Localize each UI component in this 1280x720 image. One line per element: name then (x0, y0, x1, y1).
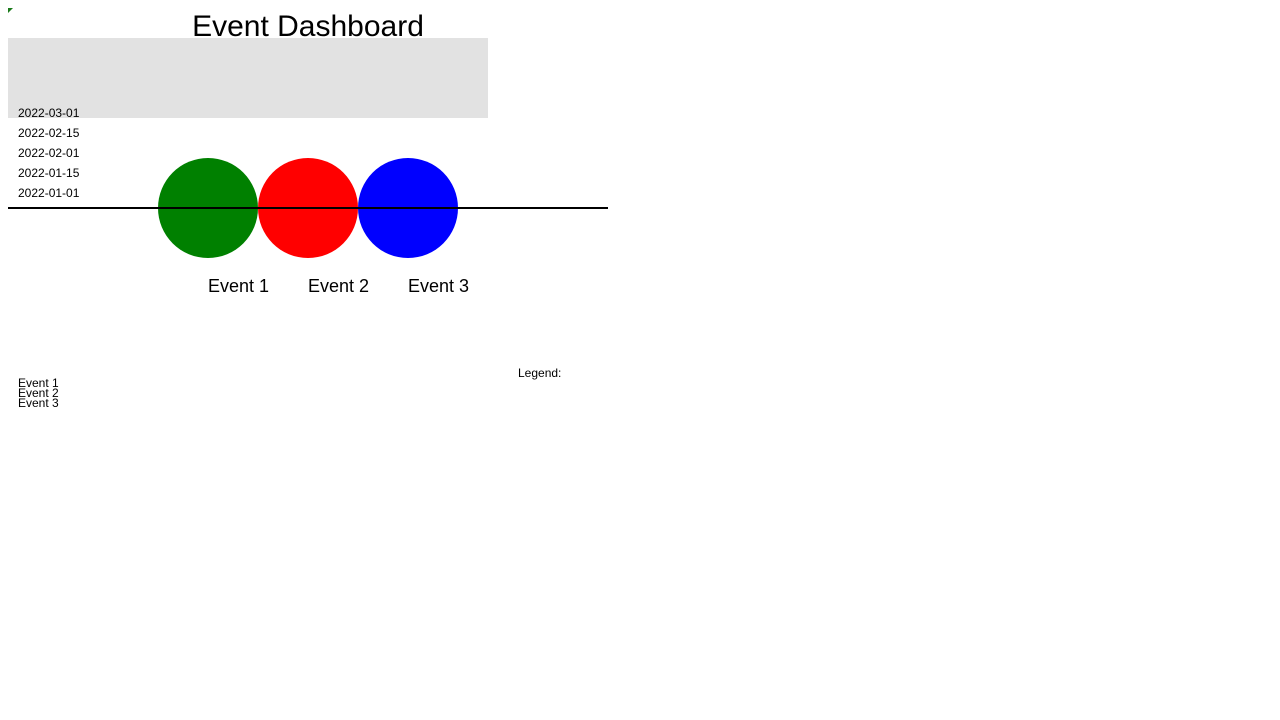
event-3-label: Event 3 (408, 276, 470, 296)
corner-marker-icon (8, 8, 13, 13)
legend-title: Legend: (518, 366, 562, 380)
legend-item: Event 1 (18, 376, 59, 390)
date-label: 2022-01-01 (18, 186, 80, 200)
page-title: Event Dashboard (192, 10, 424, 43)
timeline-axis (8, 207, 608, 209)
event-1-label: Event 1 (208, 276, 270, 296)
legend-item: Event 2 (18, 386, 59, 400)
date-label: 2022-02-15 (18, 126, 80, 140)
header-band (8, 38, 488, 118)
date-label: 2022-02-01 (18, 146, 80, 160)
date-label: 2022-01-15 (18, 166, 80, 180)
event-2-label: Event 2 (308, 276, 370, 296)
date-label: 2022-03-01 (18, 106, 80, 120)
legend-item: Event 3 (18, 396, 59, 410)
